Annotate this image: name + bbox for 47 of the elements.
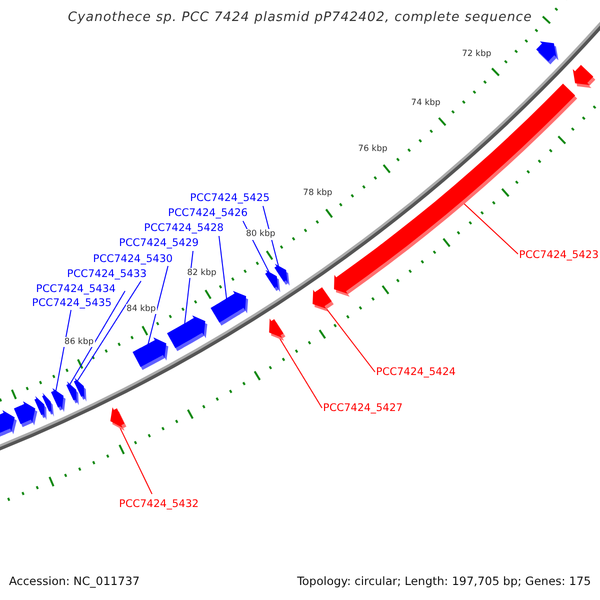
gene-segment: [167, 315, 208, 352]
gene-label: PCC7424_5426: [168, 208, 248, 218]
gene-segment: [110, 407, 126, 431]
gene-label: PCC7424_5432: [119, 499, 199, 510]
scale-label: 76 kbp: [357, 144, 388, 155]
scale-label: 72 kbp: [461, 49, 492, 60]
gene-label: PCC7424_5428: [144, 223, 224, 234]
gene-label: PCC7424_5423: [519, 250, 599, 260]
gene-label: PCC7424_5429: [119, 238, 199, 248]
gene-label: PCC7424_5434: [36, 284, 116, 294]
gene-segment: [66, 381, 79, 406]
gene-segment: [572, 64, 596, 88]
gene-segment: [536, 41, 558, 64]
gene-label: PCC7424_5435: [32, 298, 112, 308]
gene-label: PCC7424_5427: [323, 403, 403, 414]
gene-label: PCC7424_5425: [190, 193, 270, 204]
gene-segment: [42, 392, 54, 417]
leader-line: [324, 306, 376, 372]
gene-label: PCC7424_5433: [67, 269, 147, 280]
leader-line: [218, 236, 228, 300]
map-title: Cyanothece sp. PCC 7424 plasmid pP742402, complete sequence: [66, 11, 534, 24]
gene-segment: [0, 410, 17, 437]
gene-label: PCC7424_5424: [376, 367, 456, 378]
gene-label: PCC7424_5430: [93, 254, 173, 264]
footer-text: Topology: circular; Length: 197,705 bp; Genes: 175: [297, 576, 591, 588]
scale-label: 80 kbp: [245, 229, 276, 240]
gene-segment: [210, 290, 248, 326]
footer-text: Accession: NC_011737: [9, 576, 140, 588]
scale-label: 78 kbp: [302, 188, 334, 199]
leader-line: [184, 250, 194, 325]
gene-segment: [132, 337, 168, 370]
scale-label: 82 kbp: [186, 268, 218, 278]
gene-segment: [269, 318, 286, 341]
leader-line: [55, 310, 72, 392]
gene-segment: [14, 401, 38, 428]
scale-label: 86 kbp: [63, 336, 95, 347]
leader-line: [119, 426, 152, 494]
gene-segment: [312, 287, 334, 312]
gene-segment: [265, 270, 280, 292]
gene-segment: [51, 388, 66, 412]
leader-line: [69, 290, 126, 385]
scale-label: 84 kbp: [126, 304, 157, 314]
leader-line: [278, 336, 322, 408]
scale-label: 74 kbp: [410, 98, 442, 108]
leader-line: [147, 266, 168, 346]
leader-line: [76, 280, 142, 382]
leader-line: [462, 202, 518, 254]
